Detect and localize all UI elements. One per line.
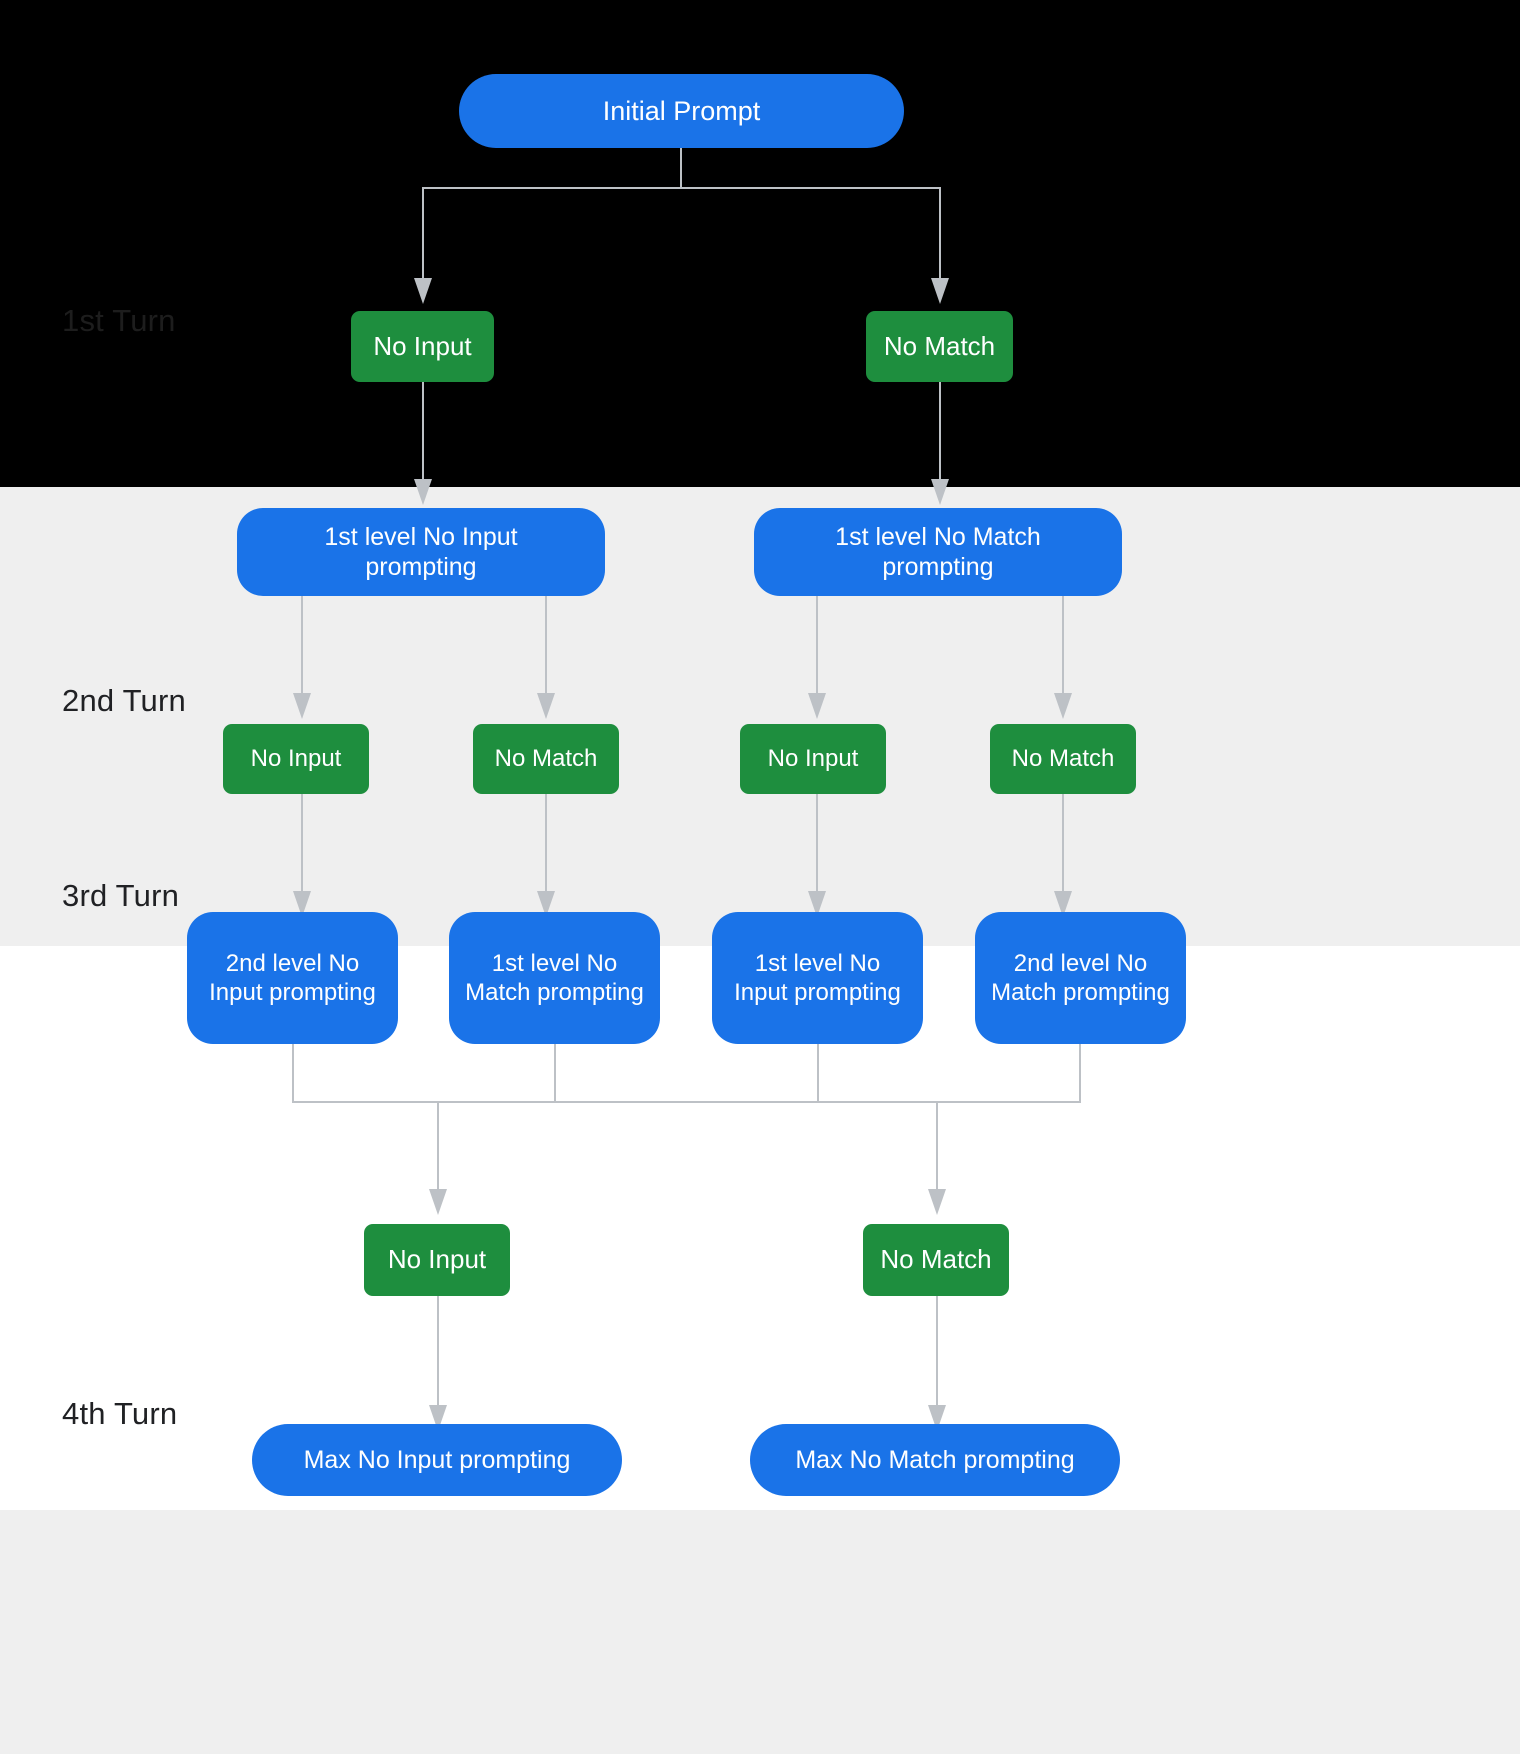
band-4th-turn: [0, 1510, 1520, 1754]
node-t1-no-match[interactable]: No Match: [866, 311, 1013, 382]
arrowhead-to-t3-1st-no-input: [808, 891, 826, 917]
node-max-no-match-prompting[interactable]: Max No Match prompting: [750, 1424, 1120, 1496]
node-max-no-input-prompting[interactable]: Max No Input prompting: [252, 1424, 622, 1496]
connector-t1-no-match-down: [939, 381, 941, 481]
node-t3-no-match[interactable]: No Match: [863, 1224, 1009, 1296]
connector-merge-to-no-input: [437, 1101, 439, 1191]
node-t3-prompt-1st-no-input[interactable]: 1st level No Input prompting: [712, 912, 923, 1044]
arrowhead-to-t3-no-input: [429, 1189, 447, 1215]
node-t3-prompt-2nd-no-input[interactable]: 2nd level No Input prompting: [187, 912, 398, 1044]
connector-t2p-ni-to-no-input: [301, 595, 303, 695]
arrowhead-to-t3-2nd-no-match: [1054, 891, 1072, 917]
node-t1-no-input[interactable]: No Input: [351, 311, 494, 382]
connector-t2-no-match-a-down: [545, 793, 547, 893]
connector-t2p-ni-to-no-match: [545, 595, 547, 695]
connector-t3-1st-no-match-stem: [554, 1043, 556, 1103]
arrowhead-to-t3-1st-no-match: [537, 891, 555, 917]
connector-merge-bus: [292, 1101, 1081, 1103]
connector-t3-no-input-down: [437, 1295, 439, 1407]
arrowhead-to-t3-no-match: [928, 1189, 946, 1215]
arrowhead-to-t2-no-input-b: [808, 693, 826, 719]
connector-root-stem: [680, 145, 682, 188]
node-t2-prompt-no-match[interactable]: 1st level No Match prompting: [754, 508, 1122, 596]
arrowhead-to-t1-no-input: [414, 278, 432, 304]
connector-t3-2nd-no-input-stem: [292, 1043, 294, 1103]
turn-label-3rd: 3rd Turn: [62, 878, 180, 913]
arrowhead-to-t3-2nd-no-input: [293, 891, 311, 917]
connector-t2-no-input-b-down: [816, 793, 818, 893]
connector-root-split: [422, 187, 940, 189]
connector-root-left-drop: [422, 187, 424, 280]
connector-t2p-nm-to-no-match: [1062, 595, 1064, 695]
connector-t3-1st-no-input-stem: [817, 1043, 819, 1103]
node-t2-prompt-no-input[interactable]: 1st level No Input prompting: [237, 508, 605, 596]
node-t2-no-input-b[interactable]: No Input: [740, 724, 886, 794]
arrowhead-to-t2-no-input-a: [293, 693, 311, 719]
connector-t2-no-input-a-down: [301, 793, 303, 893]
node-t3-prompt-2nd-no-match[interactable]: 2nd level No Match prompting: [975, 912, 1186, 1044]
arrowhead-to-t2-no-match-a: [537, 693, 555, 719]
arrowhead-to-t2-prompt-no-match: [931, 479, 949, 505]
turn-label-1st: 1st Turn: [62, 303, 176, 338]
node-t2-no-match-b[interactable]: No Match: [990, 724, 1136, 794]
arrowhead-to-t2-no-match-b: [1054, 693, 1072, 719]
arrowhead-to-t1-no-match: [931, 278, 949, 304]
connector-t3-2nd-no-match-stem: [1079, 1043, 1081, 1103]
connector-t2p-nm-to-no-input: [816, 595, 818, 695]
connector-t1-no-input-down: [422, 381, 424, 481]
node-t3-no-input[interactable]: No Input: [364, 1224, 510, 1296]
turn-label-2nd: 2nd Turn: [62, 683, 186, 718]
node-initial-prompt[interactable]: Initial Prompt: [459, 74, 904, 148]
connector-root-right-drop: [939, 187, 941, 280]
turn-label-4th: 4th Turn: [62, 1396, 178, 1431]
node-t3-prompt-1st-no-match[interactable]: 1st level No Match prompting: [449, 912, 660, 1044]
node-t2-no-match-a[interactable]: No Match: [473, 724, 619, 794]
connector-merge-to-no-match: [936, 1101, 938, 1191]
connector-t3-no-match-down: [936, 1295, 938, 1407]
connector-t2-no-match-b-down: [1062, 793, 1064, 893]
arrowhead-to-t2-prompt-no-input: [414, 479, 432, 505]
node-t2-no-input-a[interactable]: No Input: [223, 724, 369, 794]
